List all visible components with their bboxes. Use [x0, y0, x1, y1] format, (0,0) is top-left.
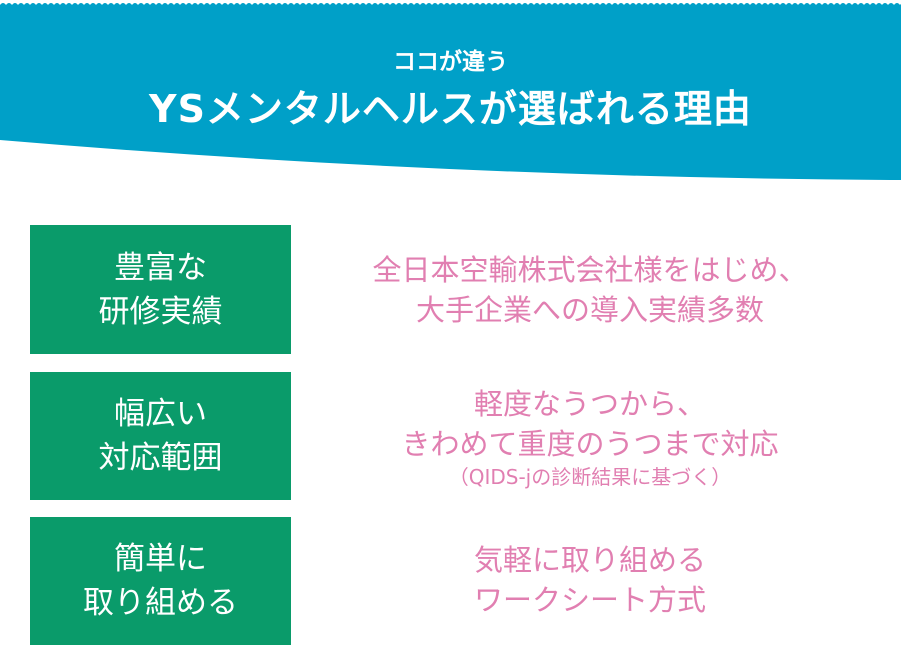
header-banner: [0, 3, 901, 180]
reason-desc-1: 全日本空輸株式会社様をはじめ、大手企業への導入実績多数: [372, 253, 808, 327]
reason-desc-3: 気軽に取り組めるワークシート方式: [473, 543, 706, 617]
reason-note: （QIDS-jの診断結果に基づく）: [448, 465, 732, 489]
header-subtitle: ココが違う: [393, 49, 508, 75]
reason-label-1: 豊富な研修実績: [30, 225, 291, 354]
reason-label-2: 幅広い対応範囲: [30, 372, 291, 500]
reason-desc-2: 軽度なうつから、きわめて重度のうつまで対応（QIDS-jの診断結果に基づく）: [310, 384, 870, 490]
reason-label-3: 簡単に取り組める: [30, 517, 291, 645]
header-title: YSメンタルヘルスが選ばれる理由: [149, 87, 752, 131]
